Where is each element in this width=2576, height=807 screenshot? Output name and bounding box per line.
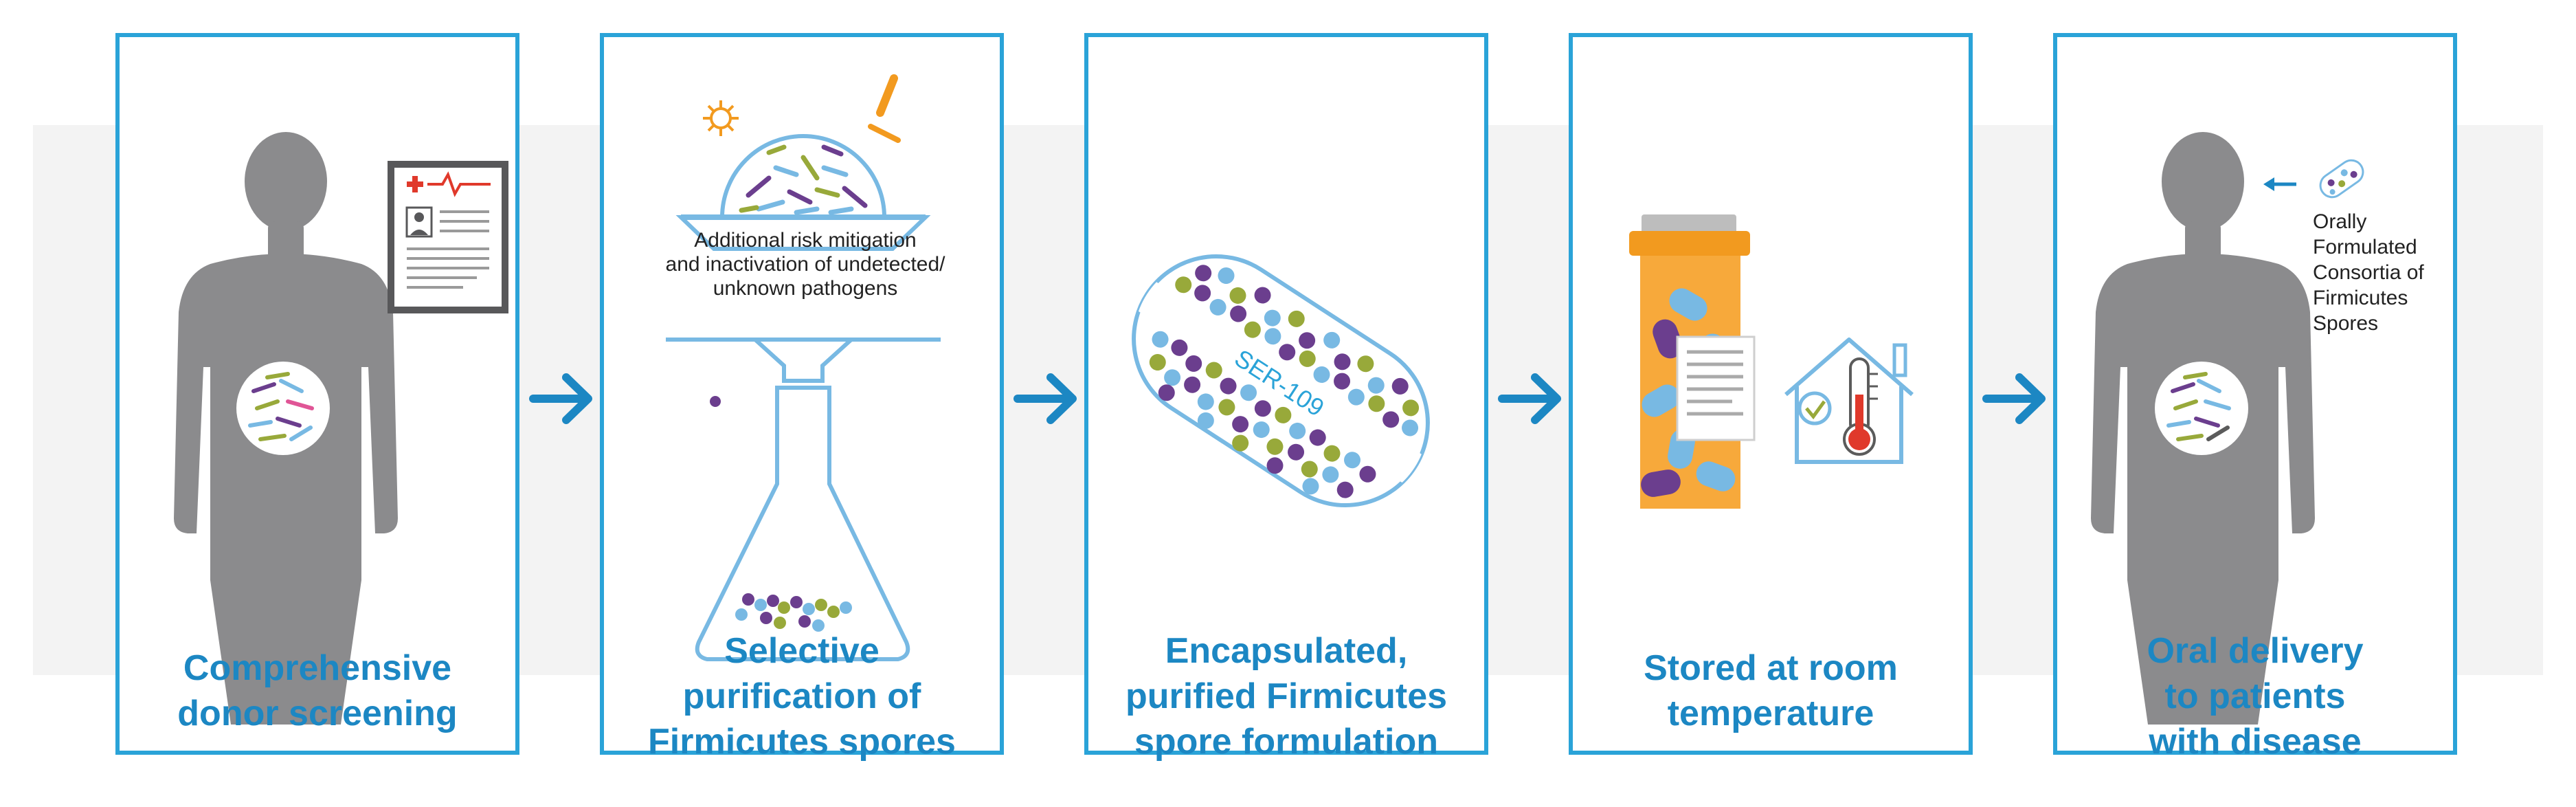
- step-panel-donor-screening: Comprehensive donor screening: [115, 33, 519, 755]
- filter-funnel-icon: [666, 74, 941, 661]
- medical-record-icon: [388, 161, 508, 313]
- human-silhouette-icon: [174, 132, 508, 725]
- step-caption: Selective purification of Firmicutes spo…: [648, 631, 956, 762]
- step-caption: Encapsulated, purified Firmicutes spore …: [1125, 631, 1448, 762]
- capsule-icon: SER-109: [1126, 254, 1433, 507]
- step-panel-purification: Additional risk mitigation and inactivat…: [600, 33, 1004, 762]
- arrow-right-icon: [1498, 373, 1561, 424]
- flask-icon: [695, 386, 910, 661]
- step-panel-encapsulated: SER-109 Encapsulated, purified Firmicute…: [1084, 33, 1488, 762]
- step-panel-storage: Stored at room temperature: [1569, 33, 1973, 755]
- step-panel-oral-delivery: Orally Formulated Consortia of Firmicute…: [2053, 33, 2457, 762]
- step-caption: Comprehensive donor screening: [177, 648, 458, 733]
- risk-mitigation-note: Additional risk mitigation and inactivat…: [665, 229, 945, 300]
- arrow-right-icon: [529, 373, 592, 424]
- pill-bottle-icon: [1629, 214, 1914, 509]
- step-caption: Oral delivery to patients with disease: [2147, 631, 2364, 762]
- oral-formulation-note: Orally Formulated Consortia of Firmicute…: [2313, 210, 2424, 335]
- human-silhouette-icon: [2091, 132, 2364, 725]
- house-thermometer-icon: [1784, 338, 1914, 464]
- step-caption: Stored at room temperature: [1644, 648, 1898, 733]
- arrow-right-icon: [1013, 373, 1077, 424]
- arrow-right-icon: [1982, 373, 2046, 424]
